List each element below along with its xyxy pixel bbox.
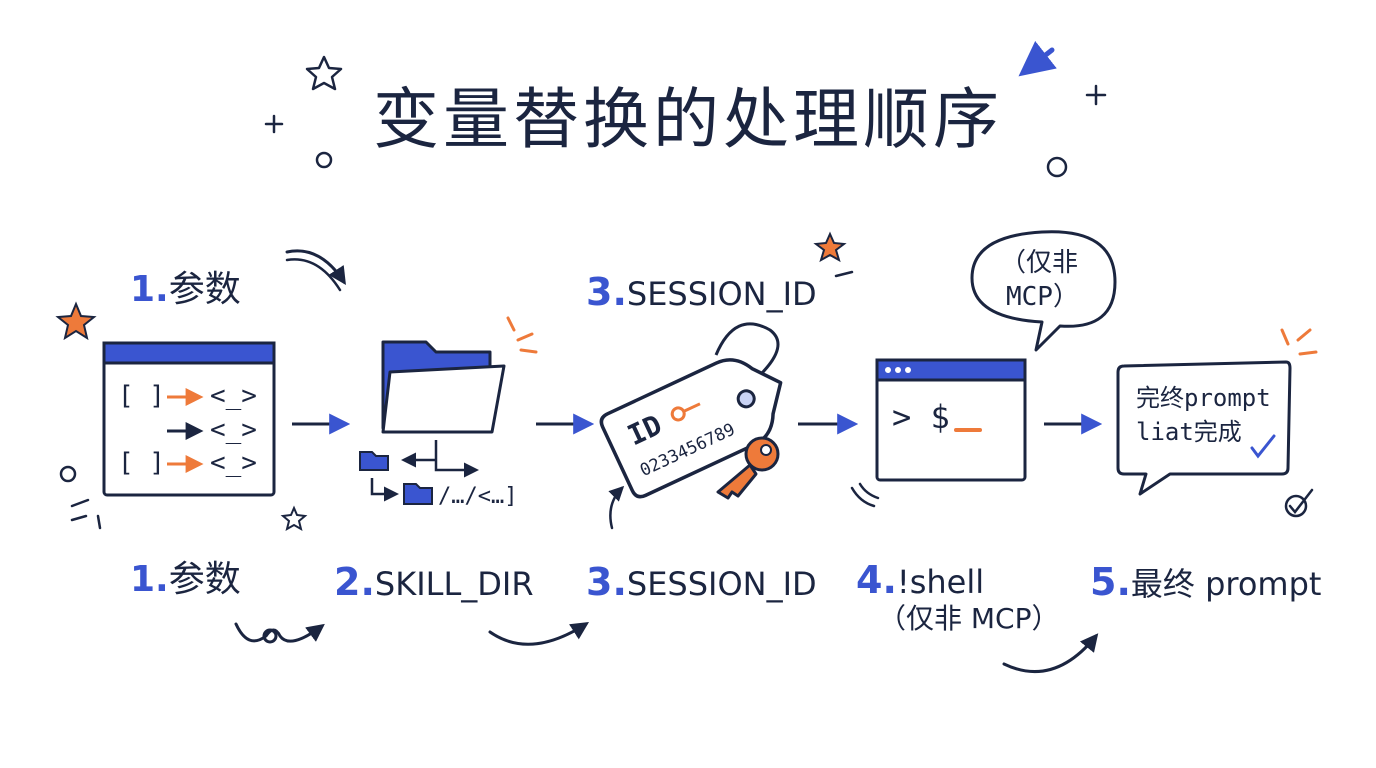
- bottom-step5-num: 5.: [1090, 560, 1131, 604]
- plus-doodle-icon: [264, 84, 1107, 134]
- terminal-prompt: > $: [892, 398, 950, 436]
- bottom-step2-num: 2.: [334, 560, 375, 604]
- final-line1: 完终prompt: [1136, 384, 1271, 412]
- session-tag: ID 0233456789: [599, 322, 783, 500]
- bottom-step1: 1.参数: [130, 560, 241, 600]
- bottom-step1-num: 1.: [130, 559, 169, 600]
- bottom-step2: 2.SKILL_DIR: [334, 560, 534, 604]
- folder-path: /…/<…]: [438, 484, 517, 509]
- speech-bubble: （仅非 MCP）: [970, 230, 1117, 352]
- bottom-step3-label: SESSION_ID: [626, 565, 817, 603]
- bottom-step4-num: 4.: [856, 558, 897, 602]
- sparkle-lines-icon: [506, 316, 1318, 356]
- final-line2: liat完成: [1136, 418, 1242, 446]
- bottom-step3-num: 3.: [586, 560, 627, 604]
- bottom-step3: 3.SESSION_ID: [586, 560, 817, 604]
- star-doodle-icon: [305, 55, 343, 91]
- motion-lines-icon: [70, 270, 880, 530]
- bottom-step1-label: 参数: [168, 559, 241, 600]
- curved-arrow-doodle-icon: [285, 249, 625, 530]
- terminal-window: > $: [875, 358, 1027, 482]
- args-row3-left: [ ]: [118, 448, 165, 478]
- check-icon: [1284, 488, 1314, 518]
- top-step3-heading: 3.SESSION_ID: [586, 270, 817, 314]
- top-step3-label: SESSION_ID: [626, 275, 817, 313]
- folder-tree: /…/<…]: [359, 440, 517, 509]
- bottom-step5: 5.最终 prompt: [1090, 560, 1322, 604]
- bottom-step2-label: SKILL_DIR: [374, 565, 534, 603]
- bottom-step4-label: !shell: [896, 563, 985, 601]
- key-icon: [716, 436, 780, 500]
- args-row2-right: <_>: [210, 415, 257, 445]
- bottom-step4-sublabel: （仅非 MCP）: [878, 602, 1060, 635]
- folder-icon: [381, 340, 506, 434]
- top-step3-num: 3.: [586, 270, 627, 314]
- args-row1-left: [ ]: [118, 381, 165, 411]
- arguments-window: [ ] <_> <_> [ ] <_>: [102, 341, 276, 497]
- args-row1-right: <_>: [210, 381, 257, 411]
- orange-star-icon: [55, 231, 847, 341]
- bubble-line2: MCP）: [1006, 282, 1079, 312]
- circle-doodle-icon: [59, 151, 1068, 483]
- bottom-curved-arrows: [234, 622, 1099, 673]
- bubble-line1: （仅非: [1000, 248, 1078, 278]
- bottom-step4: 4.!shell: [856, 558, 985, 602]
- top-step1-heading: 1.参数: [130, 270, 241, 310]
- top-step1-num: 1.: [130, 269, 169, 310]
- small-star-icon: [280, 505, 308, 532]
- bottom-step5-label: 最终 prompt: [1130, 565, 1322, 603]
- arrow-doodle-icon: [1018, 40, 1057, 77]
- top-step1-label: 参数: [168, 269, 241, 310]
- final-prompt-card: 完终prompt liat完成: [1116, 360, 1292, 496]
- page-title: 变量替换的处理顺序: [373, 81, 1003, 158]
- args-row3-right: <_>: [210, 448, 257, 478]
